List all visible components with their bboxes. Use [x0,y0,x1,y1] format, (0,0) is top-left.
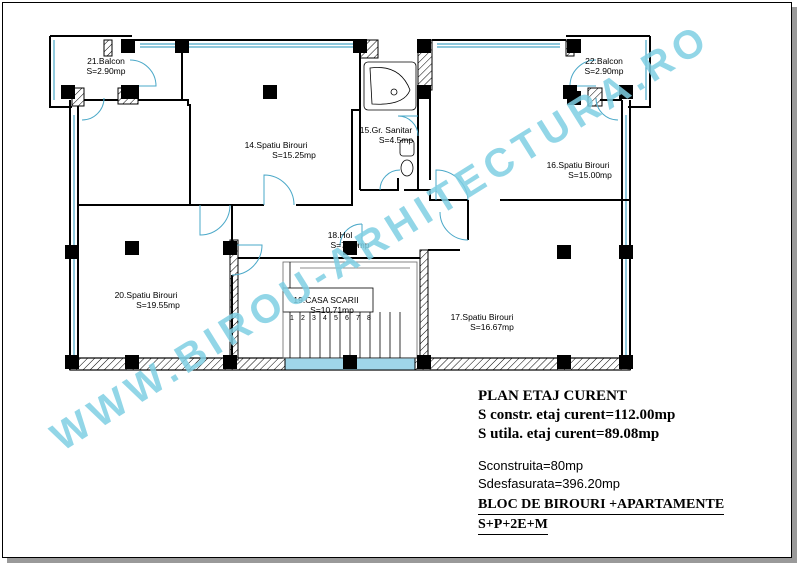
column-7 [417,85,431,99]
column-23 [417,355,431,369]
column-19 [65,355,79,369]
usable-area: S utila. etaj curent=89.08mp [478,426,660,442]
balcony-right-wall [628,36,651,108]
column-4 [125,85,139,99]
sheet-frame [2,2,792,558]
stair-step-number: 1 [290,315,294,322]
room-name-sanitar-15: 15.Gr. Sanitar [360,125,413,135]
room-area-hol-18: S=7.40mp [331,240,370,250]
stair-step-number: 4 [323,315,327,322]
room-area-birouri-20: S=19.55mp [136,300,180,310]
room-name-balcon-21: 21.Balcon [87,56,125,66]
stair-step-number: 6 [345,315,349,322]
room-area-birouri-16: S=15.00mp [568,170,612,180]
column-17 [343,241,357,255]
room-name-birouri-20: 20.Spatiu Birouri [115,290,178,300]
sink-icon [399,139,415,157]
interior-walls [78,40,631,360]
stair-step-number: 2 [301,315,305,322]
developed-area: Sdesfasurata=396.20mp [478,476,621,491]
room-area-casa-scarii-19: S=10.71mp [310,305,354,315]
room-area-sanitar-15: S=4.5mp [379,135,414,145]
column-10 [567,91,581,105]
column-11 [619,85,633,99]
columns [61,39,633,369]
column-3 [263,85,277,99]
column-8 [567,39,581,53]
project-name: BLOC DE BIROURI +APARTAMENTE [478,497,725,515]
column-12 [61,85,75,99]
column-6 [417,39,431,53]
room-name-hol-18: 18.Hol [328,230,353,240]
doors [81,59,619,276]
room-labels: 21.Balcon S=2.90mp 22.Balcon S=2.90mp 14… [87,56,624,332]
bathroom-fixtures [363,61,417,177]
column-24 [557,355,571,369]
staircase [282,261,418,359]
column-0 [121,39,135,53]
room-name-balcon-22: 22.Balcon [585,56,623,66]
room-name-birouri-17: 17.Spatiu Birouri [451,312,514,322]
room-area-birouri-14: S=15.25mp [272,150,316,160]
built-area: Sconstruita=80mp [478,458,584,473]
column-14 [619,245,633,259]
column-18 [557,245,571,259]
plan-title: PLAN ETAJ CURENT [478,388,627,404]
room-name-birouri-14: 14.Spatiu Birouri [245,140,308,150]
column-20 [125,355,139,369]
toilet-icon [400,159,414,177]
constructed-area: S constr. etaj curent=112.00mp [478,407,676,423]
room-name-casa-scarii-19: 19.CASA SCARII [293,295,358,305]
column-21 [223,355,237,369]
stair-step-number: 5 [334,315,338,322]
column-22 [343,355,357,369]
stair-step-number: 3 [312,315,316,322]
column-16 [223,241,237,255]
room-area-birouri-17: S=16.67mp [470,322,514,332]
bathtub-icon [363,61,417,111]
exterior-walls [49,35,651,370]
balcony-left-wall [49,36,72,108]
building-levels: S+P+2E+M [478,517,548,535]
column-25 [619,355,633,369]
room-area-balcon-22: S=2.90mp [585,66,624,76]
stair-step-number: 8 [367,315,371,322]
column-15 [125,241,139,255]
room-name-birouri-16: 16.Spatiu Birouri [547,160,610,170]
column-13 [65,245,79,259]
column-5 [353,39,367,53]
room-area-balcon-21: S=2.90mp [87,66,126,76]
column-2 [175,39,189,53]
stair-step-number: 7 [356,315,360,322]
